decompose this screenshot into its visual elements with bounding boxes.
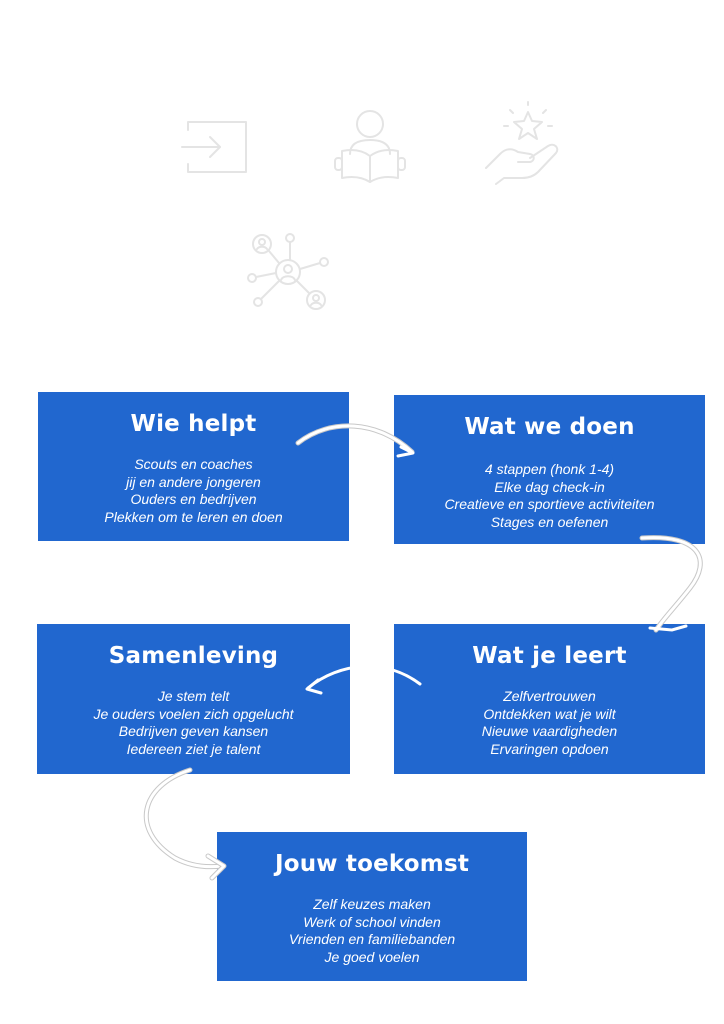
card-title: Samenleving [108,643,279,669]
list-item: Nieuwe vaardigheden [481,723,618,739]
list-item: Creatieve en sportieve activiteiten [444,496,655,512]
list-item: Ontdekken wat je wilt [483,705,616,722]
list-item: Je stem telt [157,688,230,704]
hand-star-icon [482,98,566,186]
list-item: Zelf keuzes maken [313,896,431,912]
list-item: Werk of school vinden [303,913,441,930]
reader-icon [332,104,408,184]
arrow-wie-helpt-to-wat-we-doen [295,423,415,458]
list-item: Iedereen ziet je talent [126,740,261,757]
list-item: Bedrijven geven kansen [118,723,269,739]
arrow-samenleving-to-jouw-toekomst [143,767,227,881]
card-title: Wie helpt [130,411,257,437]
list-item: Vrienden en familiebanden [288,931,456,947]
card-wat-je-leert: Wat je leert Zelfvertrouwen Ontdekken wa… [394,624,705,774]
card-wie-helpt: Wie helpt Scouts en coaches jij en ander… [38,392,349,541]
list-item: Elke dag check-in [494,478,605,495]
card-wat-we-doen: Wat we doen 4 stappen (honk 1-4) Elke da… [394,395,705,544]
list-item: Stages en oefenen [490,513,609,530]
card-samenleving: Samenleving Je stem telt Je ouders voele… [37,624,350,774]
list-item: Je ouders voelen zich opgelucht [93,705,294,722]
list-item: 4 stappen (honk 1-4) [484,461,615,477]
list-item: Je goed voelen [324,948,420,965]
list-item: Scouts en coaches [134,456,253,472]
list-item: Ervaringen opdoen [490,740,609,757]
arrow-wat-we-doen-to-wat-je-leert [639,535,703,633]
sign-in-icon [178,116,250,178]
card-title: Jouw toekomst [274,851,470,877]
list-item: Zelfvertrouwen [503,688,596,704]
card-title: Wat we doen [464,414,635,440]
arrow-wat-je-leert-to-samenleving [305,665,422,695]
list-item: Plekken om te leren en doen [104,508,283,525]
network-people-icon [246,232,330,314]
card-jouw-toekomst: Jouw toekomst Zelf keuzes maken Werk of … [217,832,527,981]
list-item: jij en andere jongeren [126,473,261,490]
list-item: Ouders en bedrijven [130,491,257,507]
card-title: Wat je leert [472,643,627,669]
